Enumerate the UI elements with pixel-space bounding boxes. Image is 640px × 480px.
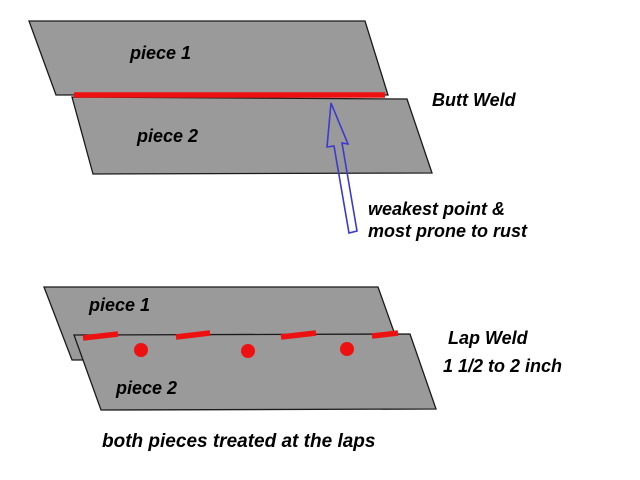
lap-weld-spot-3 [340, 342, 354, 356]
weak-point-annotation-line1: weakest point & [368, 199, 506, 219]
lap-weld-dash-1 [82, 331, 119, 341]
lap-weld-piece1-label: piece 1 [89, 295, 151, 315]
lap-weld-size-label: 1 1/2 to 2 inch [443, 356, 563, 376]
lap-weld-caption: both pieces treated at the laps [102, 431, 376, 452]
lap-weld-dash-4 [371, 330, 399, 339]
lap-weld-piece2-label: piece 2 [116, 378, 178, 398]
lap-weld-spot-2 [241, 344, 255, 358]
lap-weld-spot-1 [134, 343, 148, 357]
lap-weld-dash-3 [280, 330, 317, 340]
butt-weld-piece2-label: piece 2 [137, 126, 199, 146]
butt-weld-piece1-shape [28, 20, 389, 96]
lap-weld-dash-2 [175, 330, 211, 340]
butt-weld-piece1-label: piece 1 [130, 43, 192, 63]
butt-weld-title: Butt Weld [432, 90, 516, 110]
weak-point-annotation-line2: most prone to rust [368, 221, 528, 241]
butt-weld-piece2-shape [71, 96, 433, 175]
lap-weld-title: Lap Weld [448, 328, 528, 348]
weak-point-arrow-icon [326, 102, 358, 234]
